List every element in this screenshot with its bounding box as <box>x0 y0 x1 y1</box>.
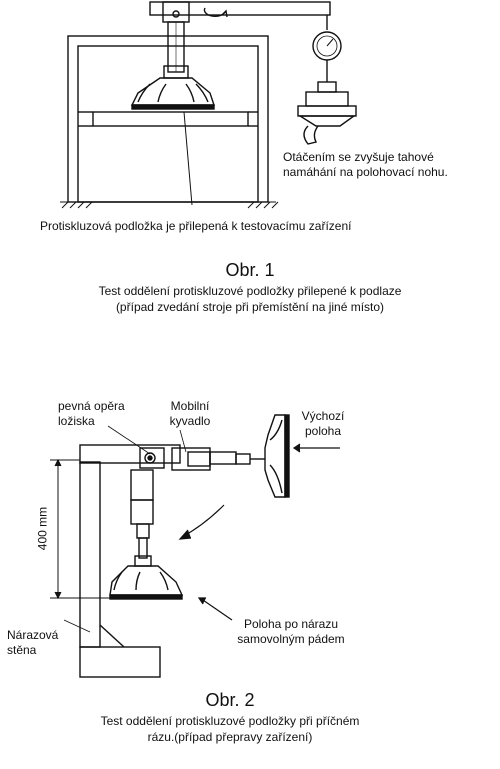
label-pendulum-line2: kyvadlo <box>169 414 211 428</box>
leader-pad-fig1 <box>183 111 193 206</box>
label-pendulum: Mobilní kyvadlo <box>158 399 222 429</box>
caption-fig2: Test oddělení protiskluzové podložky při… <box>0 713 480 745</box>
label-rotation-line1: Otáčením se zvyšuje tahové <box>283 150 434 164</box>
label-start-line2: poloha <box>304 424 342 438</box>
height-dimension <box>50 458 110 600</box>
caption-fig1: Test oddělení protiskluzové podložky při… <box>0 283 500 315</box>
bearing-support <box>79 444 181 469</box>
label-impact-line2: samovolným pádem <box>237 632 345 646</box>
label-start-line1: Výchozí <box>301 409 345 423</box>
label-bearing: pevná opěra ložiska <box>58 399 148 429</box>
mobile-pendulum <box>109 414 290 600</box>
leveling-foot-fig1 <box>130 21 215 110</box>
label-wall-line1: Nárazová <box>7 628 59 642</box>
label-bearing-line1: pevná opěra <box>58 399 125 413</box>
label-rotation-line2: namáhání na polohovací nohu. <box>283 165 448 179</box>
label-rotation: Otáčením se zvyšuje tahové namáhání na p… <box>283 150 493 180</box>
ground-hatch-fig1 <box>60 201 279 209</box>
label-pendulum-line1: Mobilní <box>170 399 210 413</box>
caption-title-fig2: Obr. 2 <box>205 690 255 710</box>
label-bearing-line2: ložiska <box>58 414 95 428</box>
label-start-position: Výchozí poloha <box>290 409 356 439</box>
label-height: 400 mm <box>35 506 50 551</box>
lever-bar <box>149 1 331 23</box>
caption-fig2-line2: rázu.(případ přepravy zařízení) <box>147 730 313 744</box>
label-wall: Nárazová stěna <box>7 628 87 658</box>
caption-fig1-line2: (případ zvedání stroje při přemístění na… <box>115 300 385 314</box>
arrows-fig2 <box>63 425 340 633</box>
label-wall-line2: stěna <box>7 643 37 657</box>
label-pad: Protiskluzová podložka je přilepená k te… <box>40 219 352 233</box>
force-gauge <box>297 15 357 145</box>
label-impact-line1: Poloha po nárazu <box>243 617 339 631</box>
caption-fig1-line1: Test oddělení protiskluzové podložky při… <box>98 284 402 298</box>
caption-fig2-line1: Test oddělení protiskluzové podložky při… <box>100 714 360 728</box>
caption-title-fig1: Obr. 1 <box>225 260 275 280</box>
label-impact-position: Poloha po nárazu samovolným pádem <box>226 617 356 647</box>
impact-wall <box>79 461 161 678</box>
